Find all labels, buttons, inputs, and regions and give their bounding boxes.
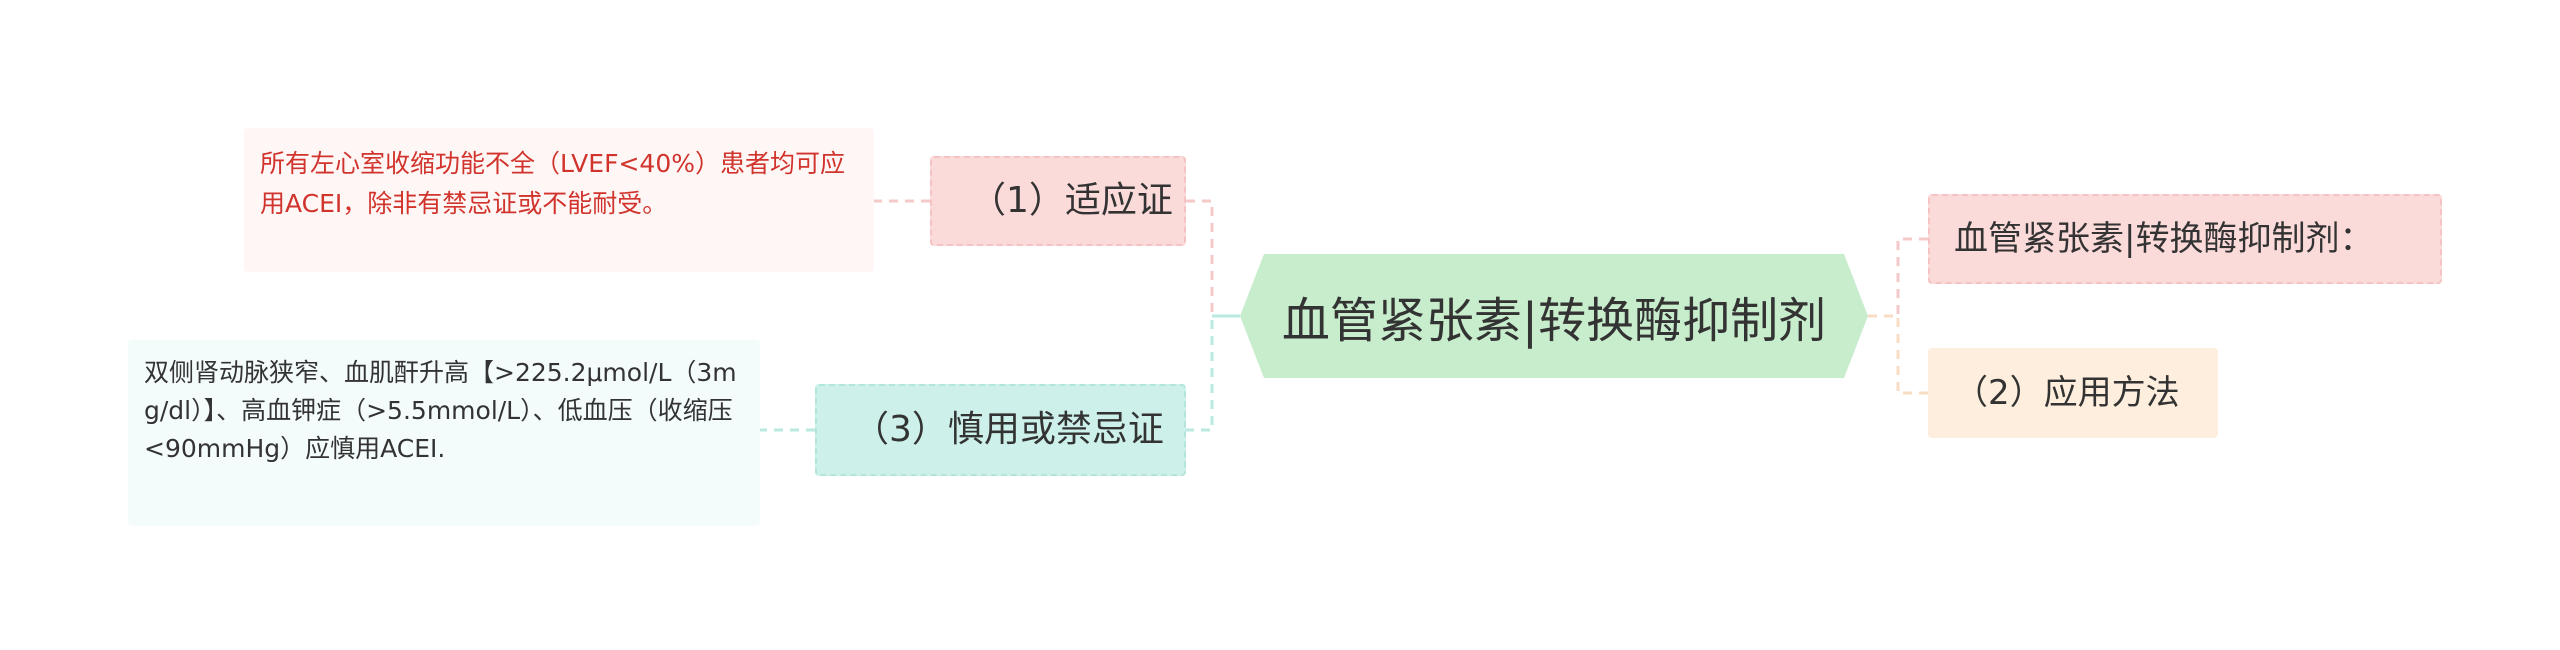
branch-right-2-text: （2）应用方法 — [1954, 373, 2180, 413]
branch-indications-text: （1）适应证 — [970, 180, 1173, 221]
root-node[interactable]: 血管紧张素|转换酶抑制剂 — [1240, 254, 1868, 378]
note-contraindications[interactable]: 双侧肾动脉狭窄、血肌酐升高【>225.2μmol/L（3mg/dl）】、高血钾症… — [128, 340, 760, 526]
connector-root-left-1 — [1186, 199, 1240, 318]
branch-node-contraindications[interactable]: （3）慎用或禁忌证 — [815, 384, 1186, 476]
note-contraindications-text: 双侧肾动脉狭窄、血肌酐升高【>225.2μmol/L（3mg/dl）】、高血钾症… — [144, 358, 737, 463]
connector-root-right-1 — [1868, 237, 1928, 318]
root-node-text: 血管紧张素|转换酶抑制剂 — [1281, 293, 1827, 349]
branch-node-indications[interactable]: （1）适应证 — [930, 156, 1186, 246]
branch-node-right-1[interactable]: 血管紧张素|转换酶抑制剂： — [1928, 194, 2442, 284]
branch-node-right-2[interactable]: （2）应用方法 — [1928, 348, 2218, 438]
branch-right-1-text: 血管紧张素|转换酶抑制剂： — [1954, 219, 2374, 259]
branch-contraindications-text: （3）慎用或禁忌证 — [853, 409, 1164, 450]
connector-root-right-2 — [1868, 314, 1928, 395]
note-indications-text: 所有左心室收缩功能不全（LVEF<40%）患者均可应用ACEI，除非有禁忌证或不… — [260, 149, 845, 218]
connector-root-left-2 — [1186, 314, 1240, 432]
note-indications[interactable]: 所有左心室收缩功能不全（LVEF<40%）患者均可应用ACEI，除非有禁忌证或不… — [244, 128, 874, 272]
